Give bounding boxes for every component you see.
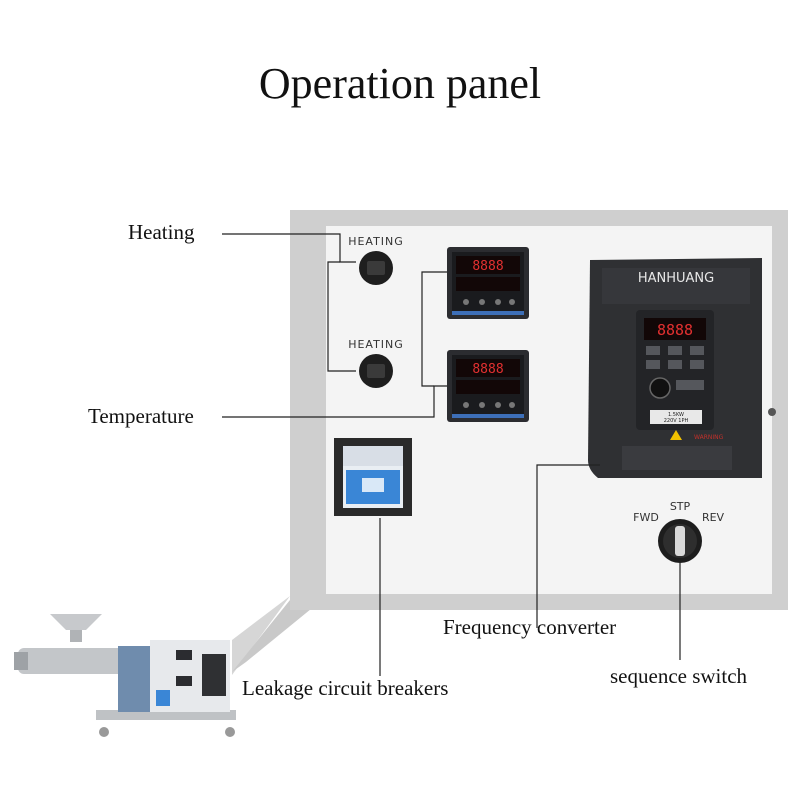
vfd-spec-power: 1.5KW — [668, 412, 684, 418]
vfd-spec-voltage: 220V 1PH — [664, 418, 689, 424]
leakage-circuit-breaker — [334, 438, 412, 516]
callout-sequence-switch: sequence switch — [610, 664, 748, 688]
temperature-display-bottom: 8888 — [472, 362, 503, 377]
leader-lines — [222, 233, 681, 676]
vfd-display: 8888 — [657, 321, 693, 339]
callout-heating: Heating — [128, 220, 195, 244]
vfd-warning: WARNING — [694, 434, 724, 441]
switch-label-rev: REV — [702, 511, 725, 524]
temperature-display-top: 8888 — [472, 259, 503, 274]
callout-temperature: Temperature — [88, 404, 194, 428]
oil-press-machine-illustration — [14, 614, 236, 737]
switch-label-fwd: FWD — [633, 511, 659, 524]
switch-label-stp: STP — [670, 500, 691, 513]
temperature-controller-1 — [447, 247, 529, 319]
zoom-wedge-shadow — [232, 600, 322, 672]
heating-label-1: HEATING — [348, 235, 404, 248]
temperature-controller-2 — [447, 350, 529, 422]
frequency-converter — [588, 258, 762, 478]
callout-leakage-circuit-breakers: Leakage circuit breakers — [242, 676, 449, 700]
sequence-switch — [658, 519, 702, 563]
callout-frequency-converter: Frequency converter — [443, 615, 617, 639]
heating-label-2: HEATING — [348, 338, 404, 351]
page-title: Operation panel — [258, 59, 542, 108]
vfd-brand: HANHUANG — [638, 271, 714, 286]
